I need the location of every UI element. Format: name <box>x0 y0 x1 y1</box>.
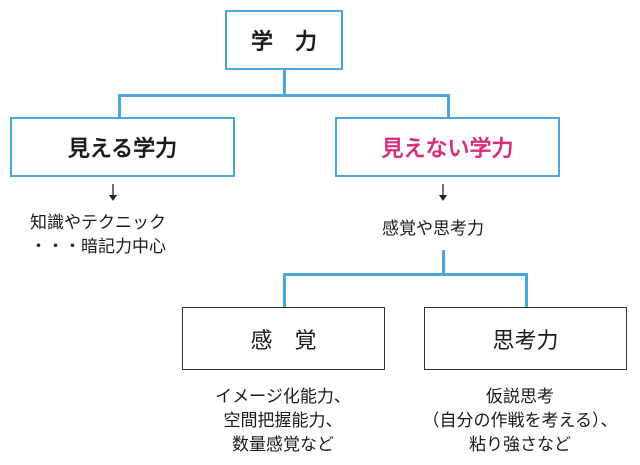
invisible-ability-desc: 感覚や思考力 <box>382 219 484 239</box>
thinking-desc-line1: 仮説思考 <box>486 387 554 407</box>
thinking-desc: 仮説思考 （自分の作戦を考える）、 粘り強さなど <box>405 385 635 457</box>
sense-label: 感 覚 <box>250 328 317 354</box>
visible-desc-line2: ・・・暗記力中心 <box>30 237 166 257</box>
connector-thinking-vertical <box>525 273 528 308</box>
invisible-ability-box: 見えない学力 <box>335 117 560 177</box>
sense-desc-line2: 空間把握能力、 <box>223 411 343 431</box>
visible-arrow-icon <box>109 184 117 201</box>
visible-ability-label: 見える学力 <box>67 137 178 162</box>
sense-box: 感 覚 <box>182 307 385 370</box>
connector-top-vertical <box>283 68 286 96</box>
gakuryoku-box: 学 力 <box>225 10 343 70</box>
thinking-desc-line3: 粘り強さなど <box>469 435 571 455</box>
connector-sense-vertical <box>283 273 286 308</box>
connector-visible-vertical <box>118 94 121 118</box>
visible-desc-line1: 知識やテクニック <box>30 213 166 233</box>
gakuryoku-label: 学 力 <box>250 30 317 55</box>
connector-level3-horizontal <box>283 273 528 276</box>
sense-desc-line3: 数量感覚など <box>232 435 334 455</box>
thinking-desc-line2: （自分の作戦を考える）、 <box>422 411 618 431</box>
sense-desc: イメージ化能力、 空間把握能力、 数量感覚など <box>183 385 383 457</box>
visible-ability-desc: 知識やテクニック ・・・暗記力中心 <box>30 211 166 259</box>
visible-ability-box: 見える学力 <box>10 117 235 177</box>
thinking-box: 思考力 <box>424 307 627 370</box>
connector-invisible-vertical <box>447 94 450 118</box>
invisible-arrow-icon <box>439 184 447 201</box>
connector-mid-vertical <box>442 250 445 275</box>
invisible-ability-label: 見えない学力 <box>381 137 514 162</box>
connector-level2-horizontal <box>118 94 450 97</box>
thinking-label: 思考力 <box>492 328 559 354</box>
sense-desc-line1: イメージ化能力、 <box>215 387 351 407</box>
